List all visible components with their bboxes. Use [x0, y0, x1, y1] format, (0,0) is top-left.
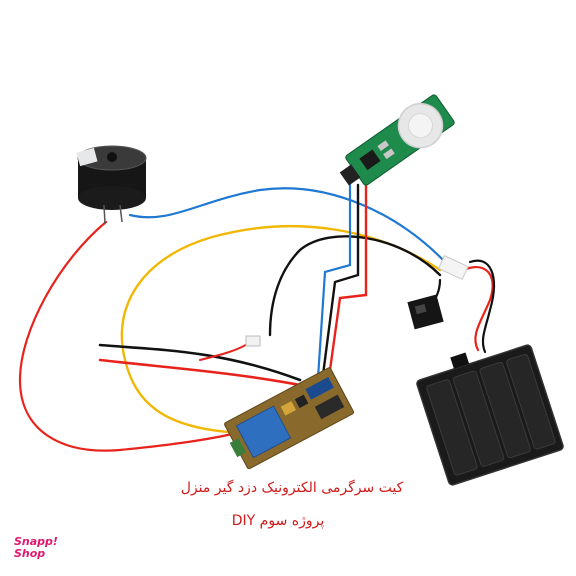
switch-wire-red — [458, 266, 494, 352]
slide-switch — [407, 294, 444, 330]
pir-wire-black — [321, 183, 360, 377]
black-wire-left — [98, 343, 302, 382]
caption-title: کیت سرگرمی الکترونیک دزد گیر منزل — [180, 480, 404, 496]
pir-wire-blue — [316, 183, 352, 380]
red-wire-left — [98, 358, 302, 387]
battery-holder — [416, 344, 564, 486]
battery-wire-black — [468, 259, 495, 354]
logo-line-1: Snapp! — [14, 535, 58, 548]
red-wire-buzzer — [18, 220, 252, 452]
blue-wire-buzzer — [128, 187, 447, 264]
logo-line-2: Shop — [14, 547, 46, 560]
relay-board — [224, 367, 355, 470]
pir-wire-red — [328, 183, 368, 372]
caption-subtitle: پروژه سوم DIY — [231, 513, 325, 529]
yellow-wire-loop — [120, 224, 442, 435]
jst-connector — [245, 335, 261, 347]
wires — [18, 183, 495, 452]
black-wire-connector — [268, 235, 442, 337]
buzzer — [76, 145, 147, 225]
snappshop-logo: Snapp! Shop — [14, 536, 74, 560]
main-connector — [437, 255, 469, 281]
pir-sensor — [339, 94, 455, 186]
